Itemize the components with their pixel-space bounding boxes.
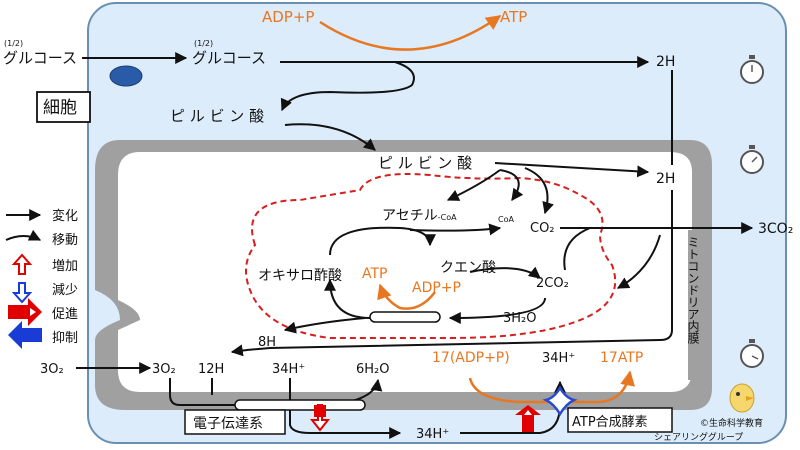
etc-label: 電子伝達系 — [193, 416, 263, 432]
glucose-a: グルコース — [3, 49, 77, 67]
legend-decrease: 減少 — [52, 282, 78, 298]
stopwatch-icon — [740, 55, 764, 84]
promote-arrow-icon — [515, 405, 541, 432]
inhibit-legend-icon — [8, 321, 42, 349]
stopwatch-icon — [740, 339, 764, 368]
adp-p-mid: ADP+P — [412, 280, 461, 296]
atp-mid: ATP — [362, 266, 387, 282]
legend-inhibit: 抑制 — [52, 331, 78, 346]
glucose-transporter-icon — [109, 65, 143, 87]
etc-label-box — [184, 409, 286, 435]
glucose-half-b: (1/2) — [194, 39, 213, 48]
citric-acid: クエン酸 — [440, 260, 496, 276]
oxaloacetate: オキサロ酢酸 — [258, 268, 342, 284]
copyright-group: シェアリンググループ — [654, 431, 743, 443]
three-o2-out: 3O₂ — [40, 362, 64, 377]
atp-synthase-label: ATP合成酵素 — [572, 415, 648, 430]
two-h-top: 2H — [656, 54, 675, 70]
increase-legend-icon — [11, 253, 33, 275]
atp-synthase-icon — [542, 385, 578, 417]
thirty-four-h-a: 34H⁺ — [272, 362, 305, 377]
legend-move: 移動 — [52, 233, 78, 248]
tca-cycle-boundary — [245, 173, 617, 339]
three-o2-in: 3O₂ — [152, 362, 176, 377]
promote-legend-icon — [8, 298, 42, 326]
legend-change: 変化 — [52, 208, 78, 224]
coa: CoA — [498, 215, 514, 224]
two-h-mid: 2H — [656, 171, 675, 187]
glycolysis-atp-arrow — [319, 14, 502, 51]
decrease-legend-icon — [11, 282, 33, 304]
thirty-four-h-b: 34H⁺ — [542, 351, 575, 366]
two-co2: 2CO₂ — [536, 276, 569, 291]
glucose-half-a: (1/2) — [4, 39, 23, 48]
seventeen-adp-p: 17(ADP+P) — [432, 350, 510, 366]
acetyl-coa: アセチル-CoA — [382, 208, 457, 224]
glucose-b: グルコース — [192, 49, 266, 67]
thirty-four-h-c: 34H⁺ — [416, 427, 449, 442]
mito-membrane-label: ミトコンドリア内膜 — [686, 236, 700, 345]
legend — [5, 209, 42, 349]
increase-arrow-icon — [309, 404, 331, 432]
stopwatch-icon — [740, 145, 764, 174]
copyright: ©生命科学教育 — [700, 417, 763, 429]
six-h2o: 6H₂O — [356, 362, 390, 377]
adp-p-top: ADP+P — [262, 8, 314, 26]
co2-a: CO₂ — [530, 221, 555, 236]
legend-promote: 促進 — [52, 307, 78, 322]
atp-synthase-label-box — [567, 407, 673, 433]
legend-increase: 増加 — [52, 259, 78, 274]
cell-label: 細胞 — [43, 98, 77, 118]
twelve-h: 12H — [198, 362, 224, 377]
seventeen-atp: 17ATP — [600, 350, 643, 366]
bird-mascot-icon — [729, 383, 755, 413]
three-h2o: 3H₂O — [503, 311, 537, 326]
three-co2: 3CO₂ — [758, 221, 793, 237]
atp-top: ATP — [500, 8, 527, 26]
pyruvate-b: ピ ル ビ ン 酸 — [378, 154, 472, 172]
eight-h: 8H — [258, 335, 276, 350]
pyruvate-a: ピ ル ビ ン 酸 — [170, 107, 264, 125]
cell-label-box — [36, 91, 91, 123]
